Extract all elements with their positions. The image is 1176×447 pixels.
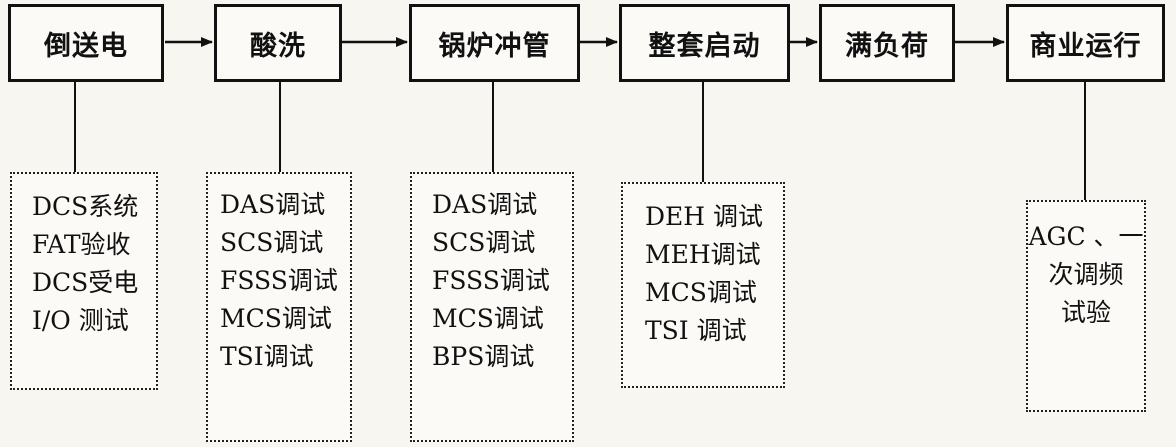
detail-item: 次调频 [1048,260,1124,289]
detail-item: DCS受电 [32,268,139,297]
detail-box-commercial-operation: AGC 、一 次调频 试验 [1026,200,1146,412]
detail-item: DEH 调试 [645,202,764,231]
detail-item: DAS调试 [220,190,326,219]
detail-item: MCS调试 [645,278,757,307]
detail-item: SCS调试 [432,228,536,257]
detail-item: FSSS调试 [432,266,550,295]
detail-item: DCS系统 [32,192,139,221]
detail-item: BPS调试 [432,342,535,371]
detail-item: I/O 测试 [32,306,129,335]
stage-power-backfeed: 倒送电 [8,4,164,82]
stage-boiler-blowing: 锅炉冲管 [409,4,580,82]
detail-item: DAS调试 [432,190,538,219]
stage-full-load: 满负荷 [819,4,955,82]
detail-item: SCS调试 [220,228,324,257]
stage-commercial-operation: 商业运行 [1006,4,1165,82]
detail-item: MCS调试 [220,304,332,333]
detail-item: FSSS调试 [220,266,338,295]
detail-item: TSI调试 [220,342,314,371]
detail-item: MEH调试 [645,240,761,269]
detail-item: TSI 调试 [645,316,747,345]
detail-box-unit-startup: DEH 调试 MEH调试 MCS调试 TSI 调试 [621,182,785,388]
detail-box-power-backfeed: DCS系统 FAT验收 DCS受电 I/O 测试 [10,172,158,390]
stage-unit-startup: 整套启动 [619,4,790,82]
detail-box-acid-cleaning: DAS调试 SCS调试 FSSS调试 MCS调试 TSI调试 [206,172,352,442]
detail-item: FAT验收 [32,230,131,259]
detail-item: 试验 [1060,298,1111,327]
detail-item: MCS调试 [432,304,544,333]
stage-acid-cleaning: 酸洗 [214,4,342,82]
detail-item: AGC 、一 [1028,222,1144,251]
detail-box-boiler-blowing: DAS调试 SCS调试 FSSS调试 MCS调试 BPS调试 [410,172,574,442]
